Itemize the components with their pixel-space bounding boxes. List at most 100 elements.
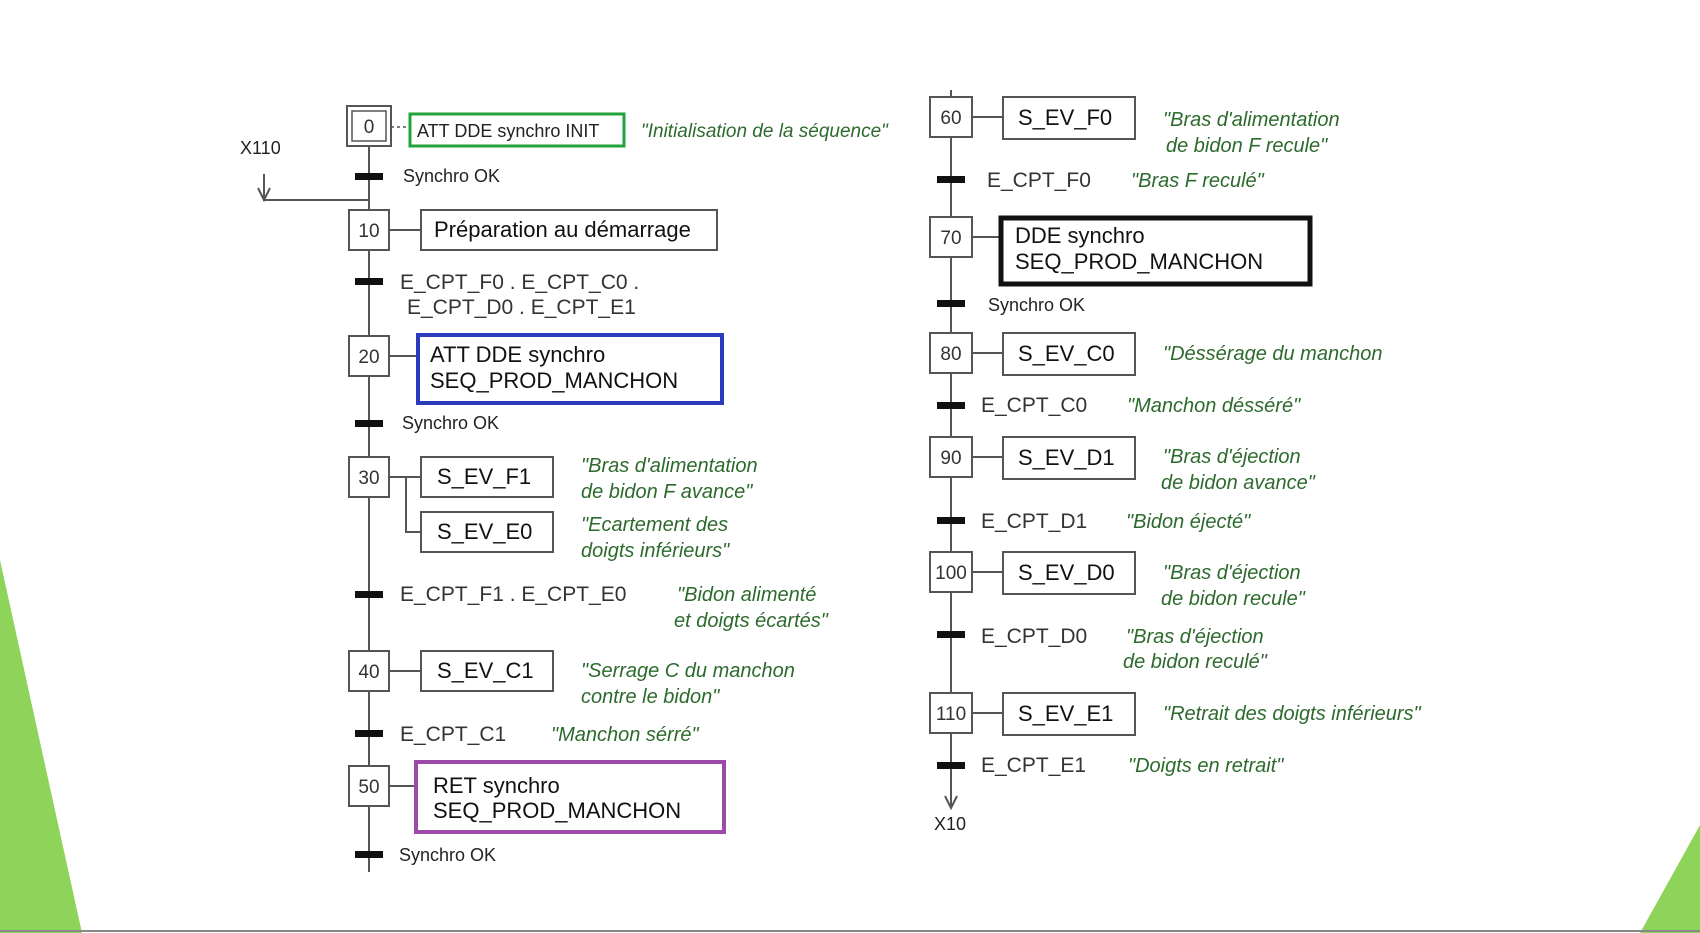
transition-110-condition: E_CPT_E1: [981, 754, 1086, 777]
transition-60-condition: E_CPT_F0: [987, 169, 1091, 192]
decor-left-triangle: [0, 560, 82, 933]
step-70-action-line-1: DDE synchro: [1015, 223, 1145, 248]
step-0-comment: "Initialisation de la séquence": [641, 121, 889, 142]
transition-80-comment: "Manchon désséré": [1127, 395, 1301, 417]
step-100-action-box: [1002, 551, 1136, 595]
step-80-number: 80: [940, 344, 961, 365]
transition-70-condition: Synchro OK: [988, 295, 1085, 315]
transition-40-condition: E_CPT_C1: [400, 723, 506, 746]
transition-70-bar: [937, 300, 965, 307]
step-50-box: [348, 765, 390, 807]
transition-10-bar: [355, 278, 383, 285]
step-30-comment-1a: "Bras d'alimentation: [581, 455, 758, 477]
step-10-number: 10: [358, 221, 379, 242]
x110-arrow: [257, 187, 271, 203]
transition-100-bar: [937, 631, 965, 638]
step-90-action: S_EV_D1: [1018, 445, 1115, 470]
decor-right-triangle: [1640, 825, 1700, 933]
step-40-number: 40: [358, 662, 379, 683]
step-40-box: [348, 650, 390, 692]
transition-40-bar: [355, 730, 383, 737]
step-20-action-box: [416, 333, 724, 405]
transition-0-bar: [355, 173, 383, 180]
transition-100-condition: E_CPT_D0: [981, 625, 1087, 648]
step-40-action-box: [420, 650, 554, 692]
transition-80-condition: E_CPT_C0: [981, 394, 1087, 417]
step-90-comment-2: de bidon avance": [1161, 472, 1316, 494]
step-100-comment-1: "Bras d'éjection: [1163, 562, 1301, 584]
transition-110-bar: [937, 762, 965, 769]
step-100-box: [929, 551, 973, 593]
transition-90-condition: E_CPT_D1: [981, 510, 1087, 533]
step-20-action-line-1: ATT DDE synchro: [430, 342, 605, 367]
step-90-comment-1: "Bras d'éjection: [1163, 446, 1301, 468]
step-60-action-box: [1002, 96, 1136, 140]
transition-90-bar: [937, 517, 965, 524]
step-80-action-box: [1002, 332, 1136, 376]
step-90-action-box: [1002, 436, 1136, 480]
step-60-action: S_EV_F0: [1018, 105, 1112, 130]
step-110-comment: "Retrait des doigts inférieurs": [1163, 703, 1422, 725]
step-30-action-2: S_EV_E0: [437, 519, 532, 544]
step-10-box: [348, 209, 390, 251]
step-20-number: 20: [358, 347, 379, 368]
step-30-comment-2b: doigts inférieurs": [581, 540, 730, 562]
step-30-comment-1b: de bidon F avance": [581, 481, 753, 503]
x10-arrow: [944, 795, 958, 811]
step-40-action: S_EV_C1: [437, 658, 534, 683]
step-30-action-1: S_EV_F1: [437, 464, 531, 489]
step-60-comment-2: de bidon F recule": [1166, 135, 1328, 157]
step-10-action: Préparation au démarrage: [434, 217, 691, 242]
transition-100-comment-1: "Bras d'éjection: [1126, 626, 1264, 648]
step-40-comment-2: contre le bidon": [581, 686, 720, 708]
transition-10-condition-1: E_CPT_F0 . E_CPT_C0 .: [400, 271, 639, 294]
step-30-action-1-box: [420, 456, 554, 498]
step-70-number: 70: [940, 228, 961, 249]
transition-90-comment: "Bidon éjecté": [1126, 511, 1251, 533]
transition-10-condition-2: E_CPT_D0 . E_CPT_E1: [407, 296, 636, 319]
step-100-comment-2: de bidon recule": [1161, 588, 1306, 610]
transition-100-comment-2: de bidon reculé": [1123, 651, 1268, 673]
step-60-comment-1: "Bras d'alimentation: [1163, 109, 1340, 131]
step-10-action-box: [420, 209, 718, 251]
transition-60-bar: [937, 176, 965, 183]
x110-link: [263, 174, 369, 201]
step-60-box: [929, 96, 973, 138]
step-70-action-line-2: SEQ_PROD_MANCHON: [1015, 249, 1263, 274]
step-80-comment: "Déssérage du manchon: [1163, 343, 1382, 365]
transition-80-bar: [937, 402, 965, 409]
step-110-number: 110: [936, 704, 966, 725]
step-30-action-link-2: [405, 477, 421, 533]
step-0-action: ATT DDE synchro INIT: [417, 121, 599, 141]
step-50-action-line-2: SEQ_PROD_MANCHON: [433, 798, 681, 823]
transition-20-bar: [355, 420, 383, 427]
step-50-action-box: [414, 760, 726, 834]
step-110-action-box: [1002, 692, 1136, 736]
step-90-number: 90: [940, 448, 961, 469]
step-60-number: 60: [940, 108, 961, 129]
step-80-action: S_EV_C0: [1018, 341, 1115, 366]
step-0-action-box: [408, 112, 626, 148]
step-70-action-box: [998, 215, 1313, 287]
step-30-comment-2a: "Ecartement des: [581, 514, 728, 536]
transition-60-comment: "Bras F reculé": [1131, 170, 1265, 192]
step-30-number: 30: [358, 468, 379, 489]
step-30-action-2-box: [420, 511, 554, 553]
step-50-action-line-1: RET synchro: [433, 773, 560, 798]
step-100-number: 100: [935, 563, 967, 584]
transition-30-comment-2: et doigts écartés": [674, 610, 829, 632]
step-100-action: S_EV_D0: [1018, 560, 1115, 585]
transition-50-condition: Synchro OK: [399, 845, 496, 865]
transition-110-comment: "Doigts en retrait": [1128, 755, 1284, 777]
step-0: 0: [346, 105, 392, 147]
transition-50-bar: [355, 851, 383, 858]
step-0-number: 0: [364, 117, 375, 138]
step-110-action: S_EV_E1: [1018, 701, 1113, 726]
transition-0-condition: Synchro OK: [403, 166, 500, 186]
step-50-number: 50: [358, 777, 379, 798]
step-70-box: [929, 216, 973, 258]
step-20-box: [348, 335, 390, 377]
step-40-comment-1: "Serrage C du manchon: [581, 660, 795, 682]
transition-20-condition: Synchro OK: [402, 413, 499, 433]
